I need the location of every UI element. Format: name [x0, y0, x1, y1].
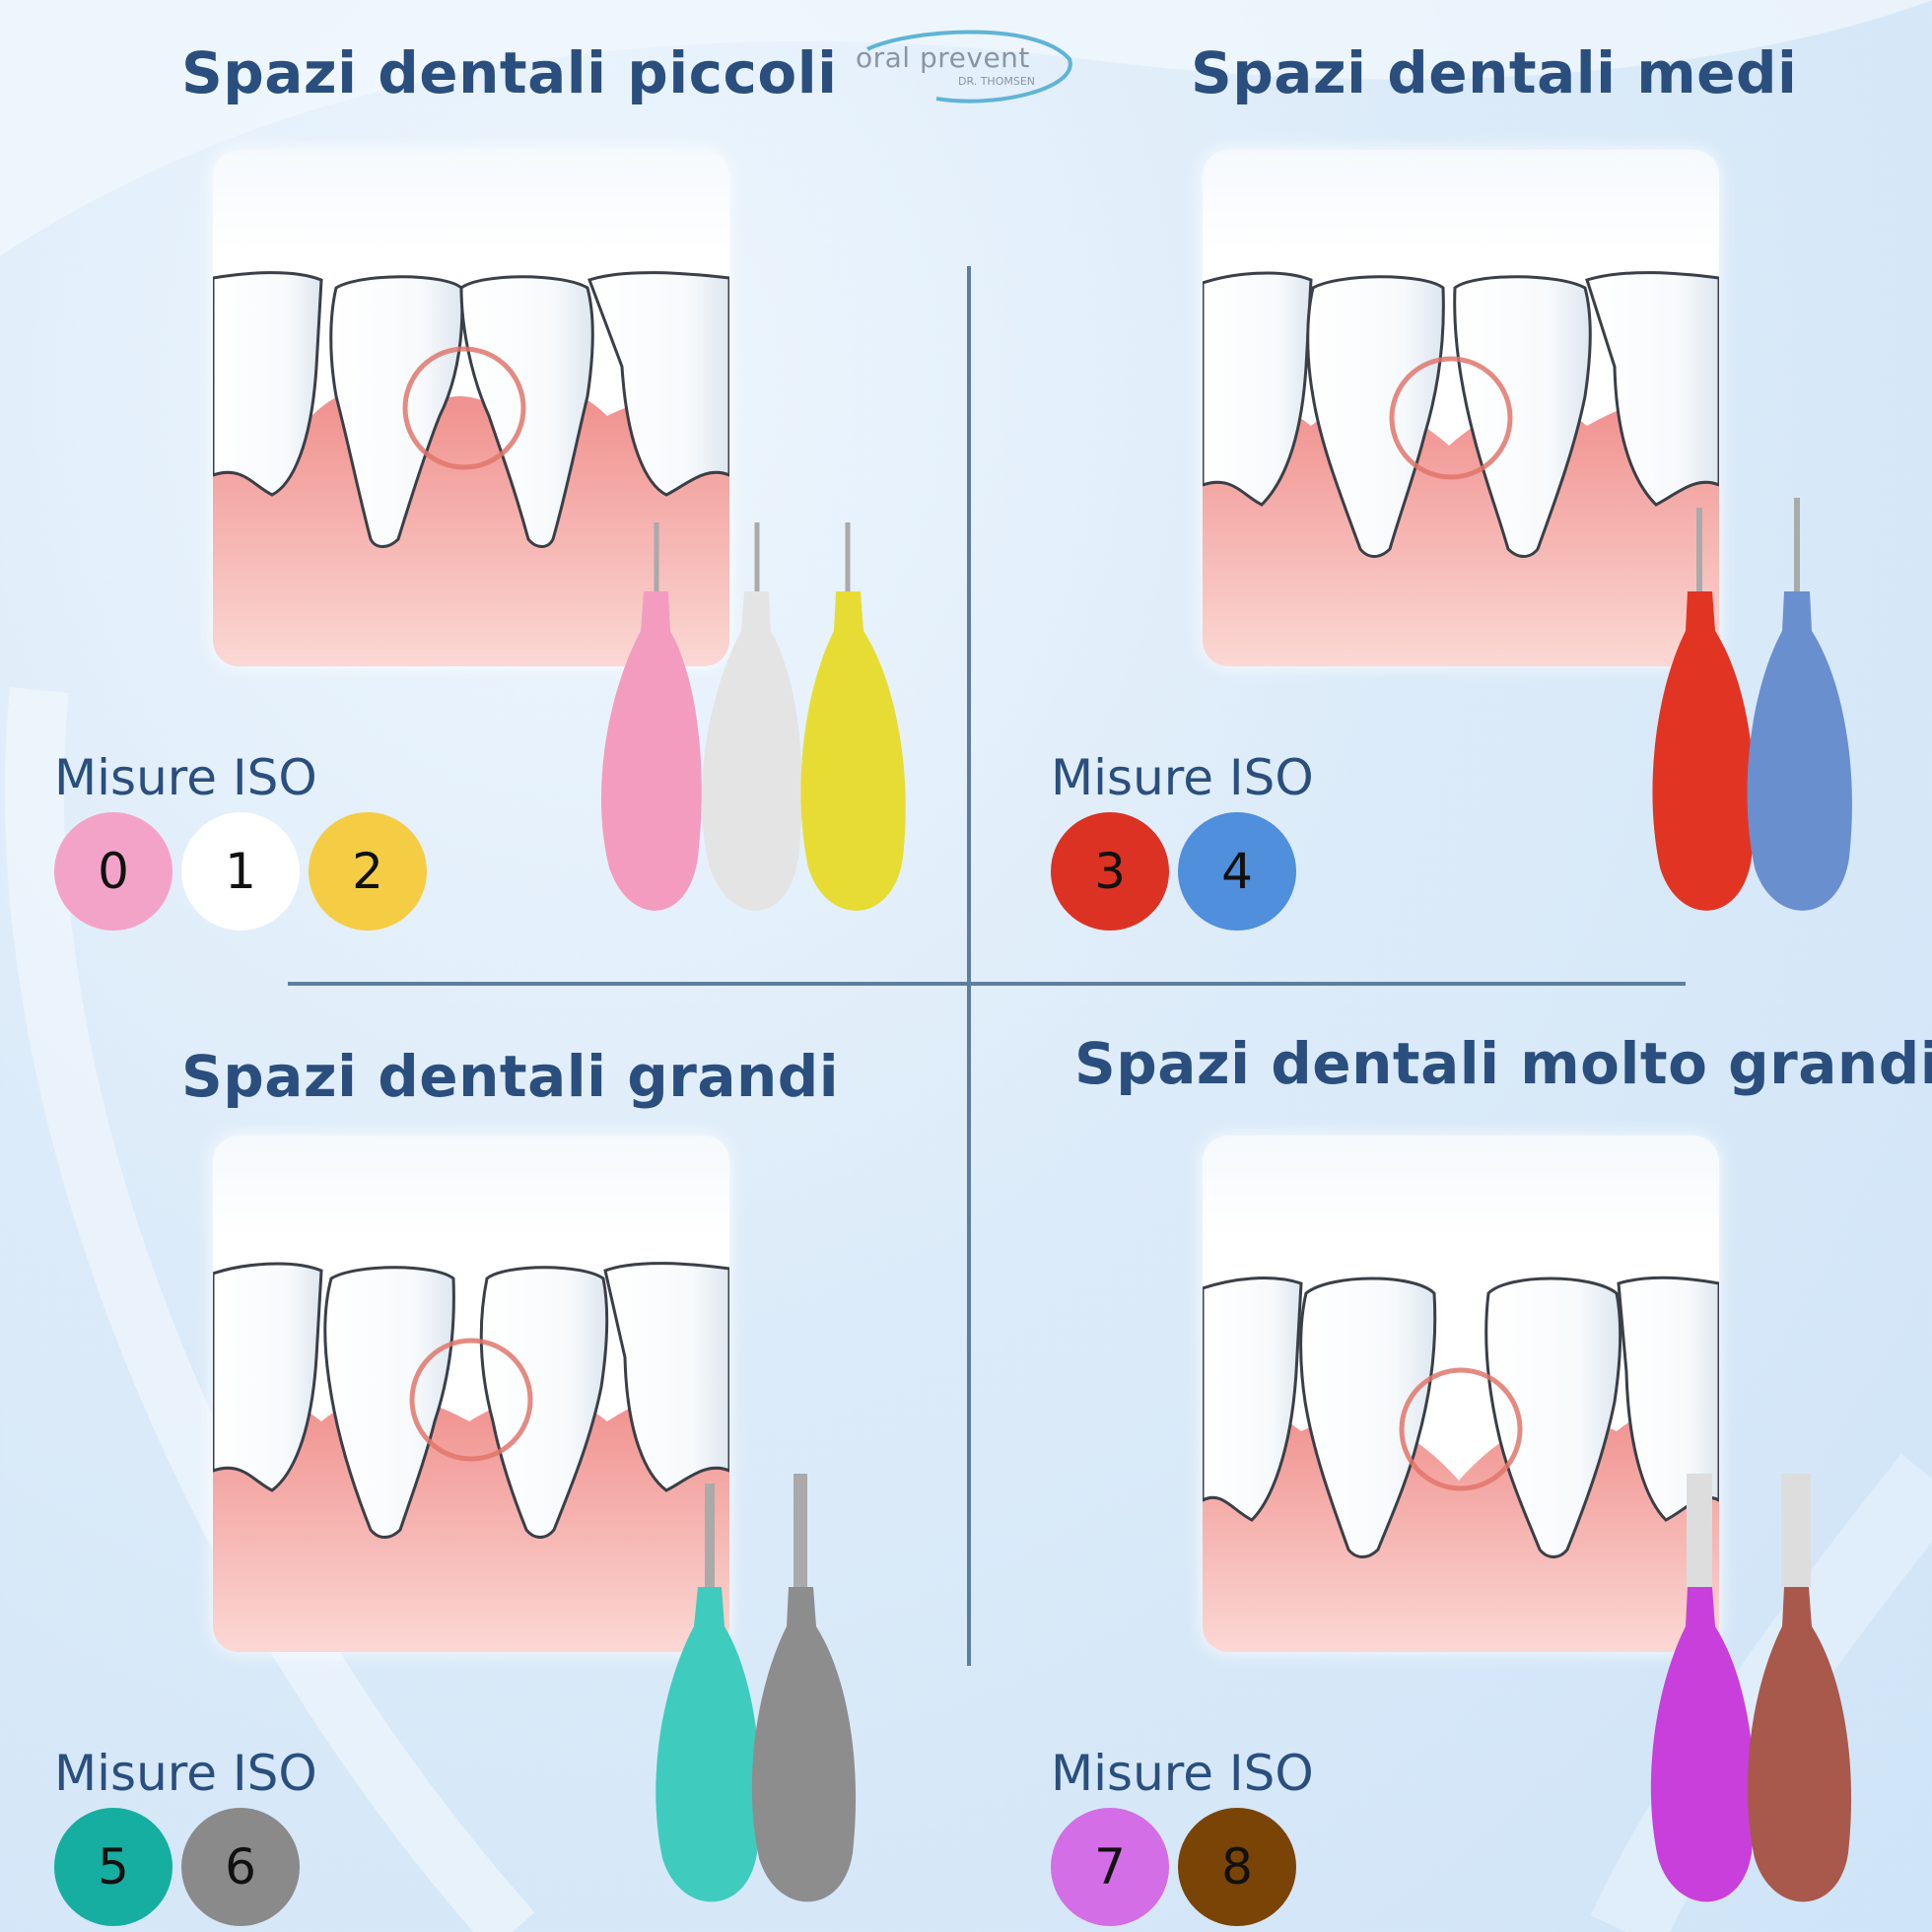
iso-label-small: Misure ISO — [54, 749, 317, 806]
interdental-brush-purple — [1650, 1474, 1756, 1902]
logo-text: oral prevent — [856, 41, 1030, 74]
iso-size-6-badge: 6 — [181, 1808, 300, 1926]
horizontal-divider — [288, 982, 1686, 986]
iso-label-medium: Misure ISO — [1051, 749, 1314, 806]
iso-size-4-badge: 4 — [1178, 812, 1296, 931]
teeth-illustration-very-large-gap — [1203, 1136, 1719, 1652]
iso-size-7-badge: 7 — [1051, 1808, 1169, 1926]
teeth-illustration-medium-gap — [1203, 150, 1719, 666]
brand-logo: oral prevent DR. THOMSEN — [848, 20, 1084, 108]
interdental-brush-red — [1652, 508, 1756, 911]
iso-size-3-badge: 3 — [1051, 812, 1169, 931]
interdental-brush-teal — [656, 1484, 761, 1902]
interdental-brush-grey — [751, 1474, 857, 1902]
quadrant-title-large: Spazi dentali grandi — [181, 1043, 840, 1110]
quadrant-title-very-large: Spazi dentali molto grandi — [1074, 1030, 1932, 1097]
logo-subtitle: DR. THOMSEN — [958, 75, 1036, 88]
iso-label-large: Misure ISO — [54, 1745, 317, 1802]
interdental-brush-blue — [1747, 498, 1852, 911]
teeth-illustration-large-gap — [213, 1136, 729, 1652]
quadrant-title-medium: Spazi dentali medi — [1191, 39, 1798, 106]
iso-label-very-large: Misure ISO — [1051, 1745, 1314, 1802]
iso-size-0-badge: 0 — [54, 812, 172, 931]
interdental-brush-pink — [600, 522, 702, 911]
interdental-brush-white — [701, 522, 802, 911]
teeth-illustration-small-gap — [213, 150, 729, 666]
iso-size-1-badge: 1 — [181, 812, 300, 931]
iso-size-5-badge: 5 — [54, 1808, 172, 1926]
iso-size-2-badge: 2 — [309, 812, 427, 931]
quadrant-title-small: Spazi dentali piccoli — [181, 39, 838, 106]
interdental-brush-yellow — [800, 522, 906, 911]
vertical-divider — [967, 266, 971, 1666]
interdental-brush-brown — [1747, 1474, 1852, 1902]
iso-size-8-badge: 8 — [1178, 1808, 1296, 1926]
